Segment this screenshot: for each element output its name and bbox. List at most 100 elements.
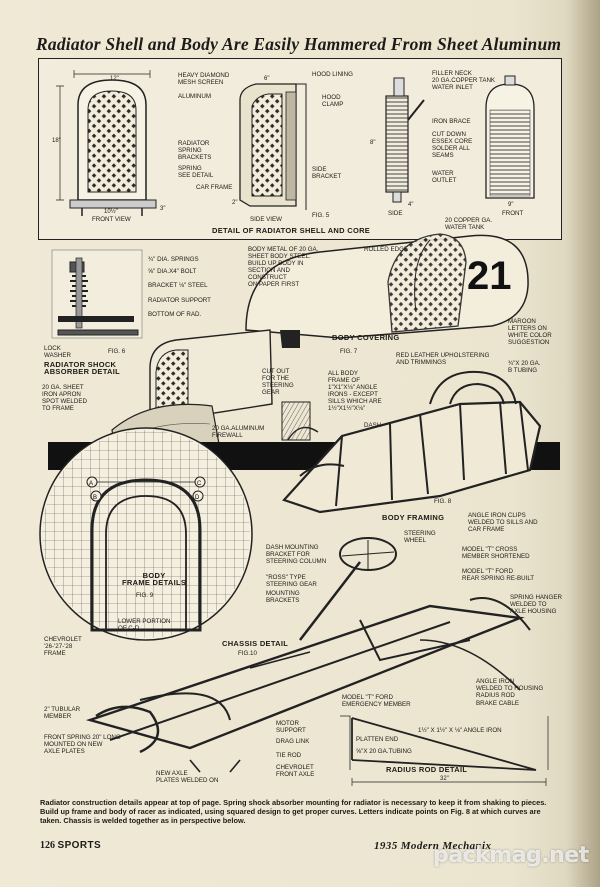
- label-drag-link: DRAG LINK: [276, 738, 310, 745]
- radiator-side-view: [239, 83, 307, 210]
- label-front-view: FRONT VIEW: [92, 216, 131, 223]
- dim-12: 12": [110, 76, 119, 82]
- label-hood-clamp: HOOD CLAMP: [322, 94, 344, 108]
- label-frame-details: BODY FRAME DETAILS: [122, 571, 187, 587]
- label-rod-tubing: ⅝"X 20 GA.TUBING: [356, 748, 412, 755]
- dim-4: 4": [408, 202, 414, 208]
- label-tubing: ¾"X 20 GA. B TUBING: [508, 360, 541, 374]
- svg-text:C: C: [197, 481, 202, 487]
- label-fig8: FIG. 8: [434, 498, 452, 505]
- label-rod-angle: 1½" X 1½" X ⅛" ANGLE IRON: [418, 727, 502, 734]
- dim-18: 18": [52, 138, 61, 144]
- label-body-covering: BODY COVERING: [332, 333, 400, 342]
- label-fig7: FIG. 7: [340, 348, 358, 355]
- label-angle-iron: ANGLE IRON WELDED TO HOUSING: [476, 678, 544, 692]
- dim-3: 3": [160, 206, 166, 212]
- label-bottom-rad: BOTTOM OF RAD.: [148, 311, 202, 318]
- label-side-view: SIDE VIEW: [250, 216, 282, 223]
- label-tie-rod: TIE ROD: [276, 752, 302, 759]
- label-cross-member: MODEL "T" CROSS MEMBER SHORTENED: [462, 546, 530, 560]
- label-ross-gear: "ROSS" TYPE STEERING GEAR: [266, 574, 317, 588]
- label-side-bracket: SIDE BRACKET: [312, 166, 342, 180]
- label-aluminum: ALUMINUM: [178, 93, 212, 100]
- label-copper-tank: 20 GA.COPPER TANK: [432, 77, 496, 84]
- label-shock-title: RADIATOR SHOCK ABSORBER DETAIL: [44, 360, 121, 376]
- label-maroon: MAROON LETTERS ON WHITE COLOR SUGGESTION: [508, 318, 552, 346]
- label-essex-core: CUT DOWN ESSEX CORE SOLDER ALL SEAMS: [432, 131, 473, 159]
- svg-text:B: B: [93, 495, 97, 501]
- magazine-name: 1935 Modern Mechanix: [374, 840, 492, 852]
- svg-text:D: D: [195, 495, 200, 501]
- label-water-tank: 20 COPPER GA. WATER TANK: [445, 217, 493, 231]
- label-firewall: 20 GA.ALUMINUM FIREWALL: [212, 425, 265, 439]
- label-body-metal: BODY METAL OF 20 GA. SHEET BODY STEEL. B…: [248, 246, 319, 288]
- label-steering-wheel: STEERING WHEEL: [404, 530, 436, 544]
- label-mounting-brackets: MOUNTING BRACKETS: [266, 590, 300, 604]
- label-spring-hanger: SPRING HANGER WELDED TO AXLE HOUSING: [510, 594, 562, 615]
- label-side: SIDE: [388, 210, 403, 217]
- label-support: RADIATOR SUPPORT: [148, 297, 211, 304]
- label-brake-cable: BRAKE CABLE: [476, 700, 519, 707]
- label-rear-spring: MODEL "T" FORD REAR SPRING RE-BUILT: [462, 568, 535, 582]
- radius-rod-detail: [340, 715, 549, 786]
- dim-6: 6": [264, 76, 270, 82]
- radiator-front-view: [56, 70, 157, 216]
- page-binding-shadow: [566, 0, 600, 887]
- label-springs: ¾" DIA. SPRINGS: [148, 256, 199, 263]
- body-frame-details-circle: A C B D: [39, 427, 253, 641]
- dim-32: 32": [440, 776, 449, 782]
- label-bracket: BRACKET ⅛" STEEL: [148, 282, 208, 289]
- label-front-axle: CHEVROLET FRONT AXLE: [276, 764, 315, 778]
- label-bolt: ⅝" DIA.X4" BOLT: [148, 268, 197, 275]
- label-tubular: 2" TUBULAR MEMBER: [44, 706, 81, 720]
- label-fig5: FIG. 5: [312, 212, 330, 219]
- chassis-drawing: [85, 537, 531, 773]
- label-chassis-detail: CHASSIS DETAIL: [222, 639, 289, 648]
- label-clips: ANGLE IRON CLIPS WELDED TO SILLS AND CAR…: [468, 512, 538, 533]
- label-chevrolet-frame: CHEVROLET '26-'27-'28 FRAME: [44, 636, 82, 657]
- label-front-spring: FRONT SPRING 20" LONG MOUNTED ON NEW AXL…: [44, 734, 121, 755]
- svg-text:A: A: [89, 481, 93, 487]
- shock-absorber-drawing: [51, 249, 143, 339]
- dim-10: 10½": [104, 209, 118, 215]
- label-spring-brackets: RADIATOR SPRING BRACKETS: [178, 140, 212, 161]
- section-name: SPORTS: [57, 840, 102, 851]
- label-car-frame: CAR FRAME: [196, 184, 233, 191]
- label-fig6: FIG. 6: [108, 348, 126, 355]
- dim-9: 9": [508, 202, 514, 208]
- label-fig10: FIG.10: [238, 650, 257, 657]
- label-water-inlet: WATER INLET: [432, 84, 473, 91]
- label-platten-end: PLATTEN END: [356, 736, 399, 743]
- label-cut-out: CUT OUT FOR THE STEERING GEAR: [262, 368, 294, 396]
- body-covering-drawing: [245, 233, 529, 348]
- dim-2: 2": [232, 200, 238, 206]
- car-number: 21: [467, 254, 512, 298]
- label-front: FRONT: [502, 210, 524, 217]
- label-rolled-edge: ROLLED EDGE: [364, 246, 409, 253]
- label-radius-rod: RADIUS ROD: [476, 692, 515, 699]
- label-fig9: FIG. 9: [136, 592, 154, 599]
- label-frame-irons: ALL BODY FRAME OF 1"X1"X⅛" ANGLE IRONS -…: [328, 370, 382, 412]
- page-number: 126: [40, 840, 55, 851]
- label-upholstering: RED LEATHER UPHOLSTERING AND TRIMMINGS: [396, 352, 490, 366]
- label-motor-support: MOTOR SUPPORT: [276, 720, 306, 734]
- page-caption: Radiator construction details appear at …: [40, 798, 547, 826]
- label-detail-title: DETAIL OF RADIATOR SHELL AND CORE: [212, 226, 371, 235]
- label-apron: 20 GA. SHEET IRON APRON SPOT WELDED TO F…: [42, 384, 87, 412]
- label-axle-plates: NEW AXLE PLATES WELDED ON: [156, 770, 219, 784]
- water-tank-front: [485, 75, 535, 199]
- label-lower-portion: LOWER PORTION OF C-D: [118, 618, 171, 632]
- site-watermark: packmag.net: [433, 843, 589, 868]
- label-iron-brace: IRON BRACE: [432, 118, 471, 125]
- label-heavy-mesh: HEAVY DIAMOND MESH SCREEN: [178, 72, 230, 86]
- body-framing-drawing: [281, 370, 542, 514]
- label-rod-title: RADIUS ROD DETAIL: [386, 765, 468, 774]
- page-headline: Radiator Shell and Body Are Easily Hamme…: [36, 34, 562, 54]
- label-dash-bracket: DASH MOUNTING BRACKET FOR STEERING COLUM…: [266, 544, 327, 565]
- label-dash: DASH: [364, 422, 382, 429]
- label-body-framing: BODY FRAMING: [382, 513, 445, 522]
- label-spring-detail: SPRING SEE DETAIL: [178, 165, 214, 179]
- label-hood-lining: HOOD LINING: [312, 71, 353, 78]
